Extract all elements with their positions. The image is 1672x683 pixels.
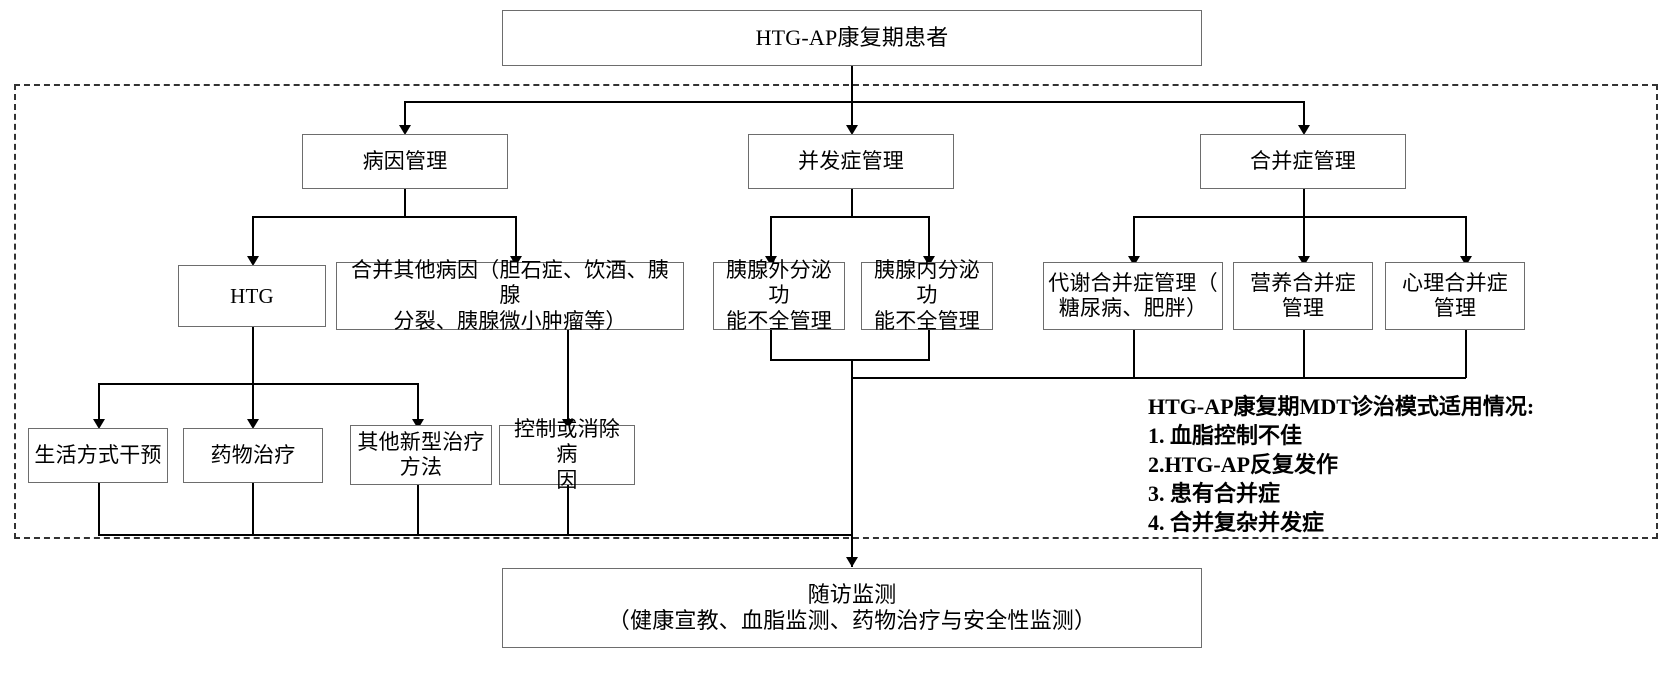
arrow-to-nutrition [1298, 256, 1310, 266]
arrow-to-medication [247, 419, 259, 429]
connector-lifestyle-down [98, 483, 100, 535]
connector-to-complication [851, 101, 853, 129]
connector-htg-to-medication [252, 383, 254, 423]
node-other-etiology[interactable]: 合并其他病因（胆石症、饮酒、胰腺 分裂、胰腺微小肿瘤等） [336, 258, 684, 333]
node-etiology-management[interactable]: 病因管理 [302, 134, 508, 189]
connector-psychology-down [1465, 330, 1467, 378]
node-novel-therapy[interactable]: 其他新型治疗 方法 [350, 425, 492, 485]
connector-etiology-split [252, 216, 516, 218]
arrow-to-other-etiology [510, 256, 522, 266]
node-control-eliminate-cause[interactable]: 控制或消除病 因 [499, 417, 635, 492]
connector-other-etiology-down [567, 330, 569, 423]
connector-complication-split [770, 216, 930, 218]
connector-to-etiology [404, 101, 406, 129]
node-endocrine-insufficiency[interactable]: 胰腺内分泌功 能不全管理 [861, 258, 993, 333]
node-lifestyle-intervention[interactable]: 生活方式干预 [28, 428, 168, 483]
connector-title-down [851, 66, 853, 102]
connector-comorbidity-merge-bar [851, 377, 1466, 379]
arrow-to-lifestyle [93, 419, 105, 429]
connector-comorbidity-to-psychology [1465, 216, 1467, 260]
connector-etiology-to-htg [252, 216, 254, 260]
connector-htg-to-lifestyle [98, 383, 100, 423]
connector-metabolic-down [1133, 330, 1135, 378]
connector-novel-therapy-down [417, 485, 419, 535]
arrow-to-comorbidity [1298, 125, 1310, 135]
arrow-to-endocrine [923, 256, 935, 266]
mdt-note-item-2: 2.HTG-AP反复发作 [1148, 452, 1339, 477]
node-metabolic-comorbidity[interactable]: 代谢合并症管理（ 糖尿病、肥胖） [1043, 262, 1223, 330]
arrow-to-novel-therapy [412, 419, 424, 429]
arrow-to-followup-monitoring [846, 557, 858, 567]
connector-main-trunk [851, 359, 853, 567]
connector-complication-down [851, 189, 853, 217]
node-medication-therapy[interactable]: 药物治疗 [183, 428, 323, 483]
connector-endocrine-down [928, 330, 930, 360]
arrow-to-etiology [399, 125, 411, 135]
arrow-to-exocrine [765, 256, 777, 266]
arrow-to-complication [846, 125, 858, 135]
connector-etiology-down [404, 189, 406, 217]
connector-complication-to-endocrine [928, 216, 930, 260]
connector-comorbidity-down [1303, 189, 1305, 217]
mdt-note-item-3: 3. 患有合并症 [1148, 481, 1281, 506]
connector-comorbidity-to-nutrition [1303, 216, 1305, 260]
connector-level2-distributor [404, 101, 1304, 103]
connector-control-cause-down [567, 485, 569, 535]
connector-complication-to-exocrine [770, 216, 772, 260]
connector-to-comorbidity [1303, 101, 1305, 129]
mdt-scope-dashed-region [14, 84, 1658, 539]
connector-nutrition-down [1303, 330, 1305, 378]
connector-level4-merge-bar [98, 534, 852, 536]
node-followup-monitoring[interactable]: 随访监测 （健康宣教、血脂监测、药物治疗与安全性监测） [502, 568, 1202, 648]
arrow-to-control-cause [562, 419, 574, 429]
node-htg[interactable]: HTG [178, 265, 326, 327]
arrow-to-metabolic [1128, 256, 1140, 266]
connector-htg-split [98, 383, 418, 385]
node-htg-ap-patient[interactable]: HTG-AP康复期患者 [502, 10, 1202, 66]
connector-htg-down [252, 327, 254, 384]
mdt-note-heading: HTG-AP康复期MDT诊治模式适用情况: [1148, 394, 1535, 419]
node-comorbidity-management[interactable]: 合并症管理 [1200, 134, 1406, 189]
connector-complication-merge-bar [770, 359, 930, 361]
connector-exocrine-down [770, 330, 772, 360]
connector-htg-to-novel-therapy [417, 383, 419, 423]
connector-comorbidity-to-metabolic [1133, 216, 1135, 260]
mdt-note-item-4: 4. 合并复杂并发症 [1148, 510, 1325, 535]
arrow-to-psychology [1460, 256, 1472, 266]
arrow-to-htg [247, 256, 259, 266]
node-psychology-comorbidity[interactable]: 心理合并症 管理 [1385, 262, 1525, 330]
node-nutrition-comorbidity[interactable]: 营养合并症 管理 [1233, 262, 1373, 330]
node-complication-management[interactable]: 并发症管理 [748, 134, 954, 189]
connector-etiology-to-other [515, 216, 517, 260]
connector-comorbidity-split [1133, 216, 1466, 218]
node-exocrine-insufficiency[interactable]: 胰腺外分泌功 能不全管理 [713, 258, 845, 333]
mdt-note-item-1: 1. 血脂控制不佳 [1148, 423, 1303, 448]
connector-medication-down [252, 483, 254, 535]
